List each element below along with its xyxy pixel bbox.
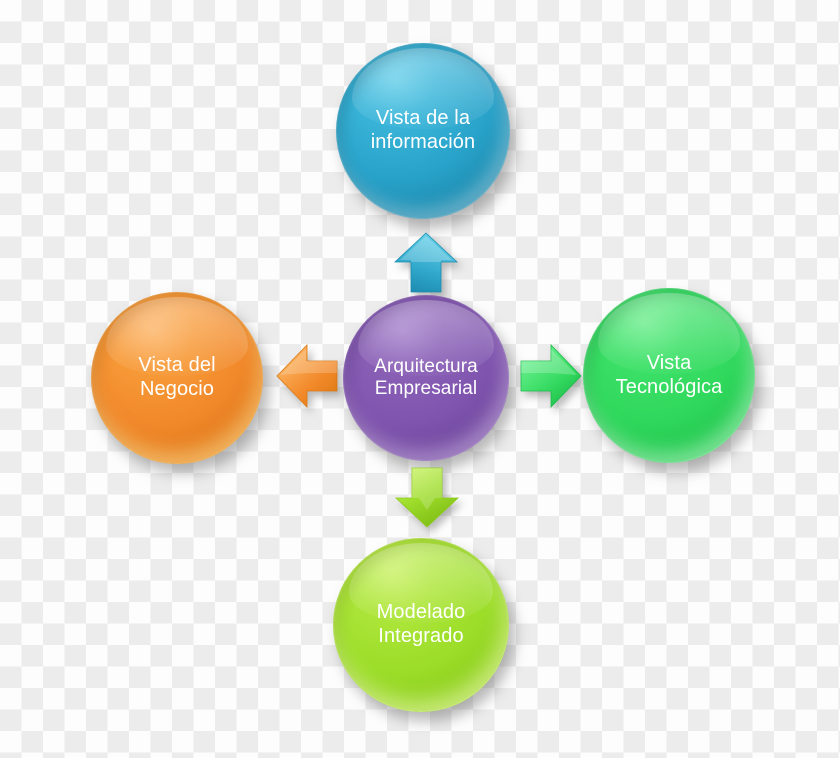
node-label-right: Vista Tecnológica — [615, 351, 723, 398]
node-arquitectura-empresarial[interactable]: Arquitectura Empresarial — [343, 295, 509, 461]
node-vista-tecnologica[interactable]: Vista Tecnológica — [583, 288, 755, 463]
sphere-bottom[interactable]: Modelado Integrado — [333, 538, 509, 712]
arrow-right-icon — [520, 344, 582, 408]
arrow-up-icon — [394, 232, 458, 294]
sphere-center[interactable]: Arquitectura Empresarial — [343, 295, 509, 461]
arrow-down-icon — [395, 466, 459, 528]
arrow-left-icon — [276, 344, 338, 408]
node-label-center: Arquitectura Empresarial — [374, 355, 478, 399]
node-vista-de-la-informacion[interactable]: Vista de la información — [336, 43, 510, 219]
sphere-top[interactable]: Vista de la información — [336, 43, 510, 219]
sphere-right[interactable]: Vista Tecnológica — [583, 288, 755, 463]
node-label-left: Vista del Negocio — [138, 354, 216, 400]
node-modelado-integrado[interactable]: Modelado Integrado — [333, 538, 509, 712]
sphere-left[interactable]: Vista del Negocio — [91, 292, 263, 464]
node-vista-del-negocio[interactable]: Vista del Negocio — [91, 292, 263, 464]
node-label-bottom: Modelado Integrado — [376, 601, 466, 647]
node-label-top: Vista de la información — [370, 107, 476, 153]
